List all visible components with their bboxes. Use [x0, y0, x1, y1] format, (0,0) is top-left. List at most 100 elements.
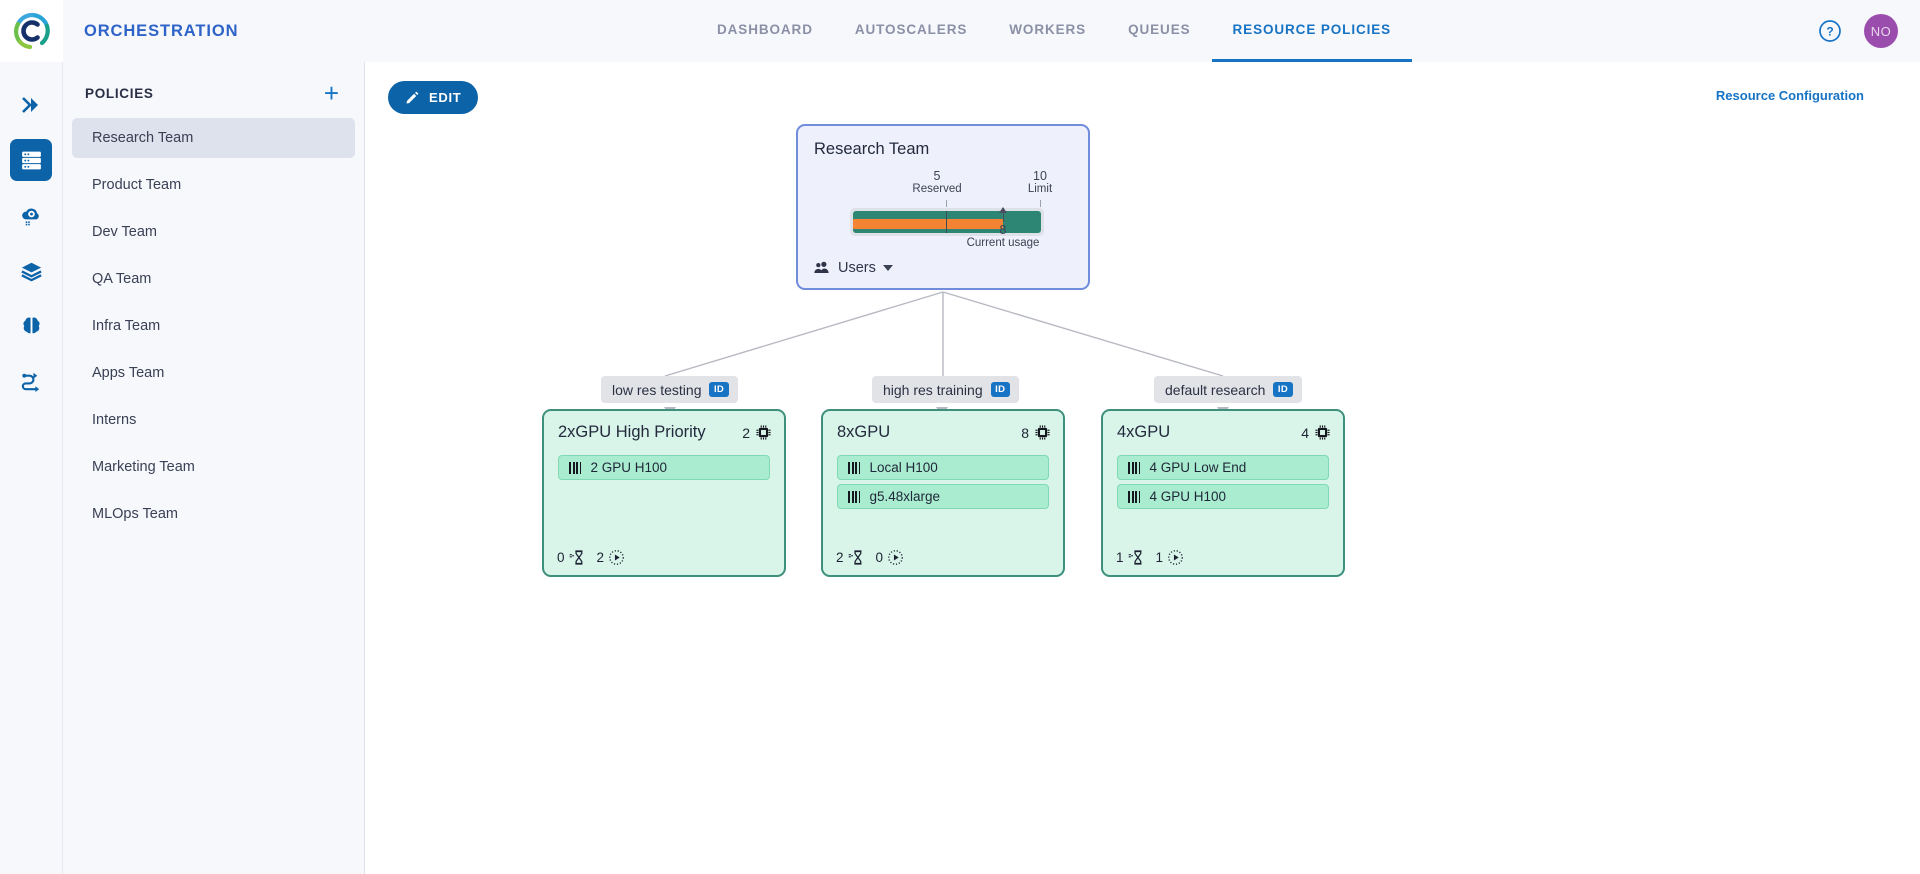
tab-resource-policies[interactable]: RESOURCE POLICIES	[1211, 0, 1413, 62]
users-dropdown-label: Users	[838, 259, 876, 276]
layers-stack-icon	[20, 262, 42, 281]
node-title: 2xGPU High Priority	[558, 423, 706, 441]
pending-stat: 2	[836, 549, 865, 566]
pending-stat: 0	[557, 549, 586, 566]
queue-chip-label: default research	[1165, 381, 1266, 398]
resource-row[interactable]: 4 GPU H100	[1117, 484, 1329, 509]
node-gpu-count: 8	[1021, 424, 1029, 441]
sidebar-item-product-team[interactable]: Product Team	[92, 177, 182, 193]
server-rack-icon	[21, 151, 41, 169]
node-stats: 0 2	[557, 549, 625, 566]
hourglass-icon	[1128, 550, 1141, 565]
resource-row[interactable]: 2 GPU H100	[558, 455, 770, 480]
sidebar-item-dev-team[interactable]: Dev Team	[92, 224, 158, 240]
edit-button[interactable]: EDIT	[388, 81, 479, 114]
sidebar-item-apps-team[interactable]: Apps Team	[92, 365, 165, 381]
queue-chip-high-res-training[interactable]: high res training ID	[872, 376, 1019, 403]
pending-count: 1	[1116, 550, 1124, 565]
double-chevron-right-icon	[22, 97, 38, 113]
app-logo[interactable]	[0, 0, 63, 62]
hourglass-icon	[569, 550, 582, 565]
rail-item-server-rack[interactable]	[10, 139, 52, 181]
resource-configuration-link[interactable]: Resource Configuration	[1715, 88, 1864, 103]
node-gpu-count: 2	[742, 424, 750, 441]
resource-row-label: 2 GPU H100	[590, 460, 668, 475]
pending-count: 2	[836, 550, 844, 565]
running-count: 1	[1155, 550, 1164, 565]
reserved-divider	[946, 211, 947, 233]
sidebar-item-research-team[interactable]: Research Team	[72, 118, 355, 158]
resource-row-label: 4 GPU H100	[1149, 489, 1227, 504]
limit-label: Limit	[1027, 183, 1053, 195]
add-policy-button[interactable]: +	[323, 78, 339, 108]
tab-queues[interactable]: QUEUES	[1128, 22, 1191, 37]
rail-item-layers[interactable]	[10, 249, 52, 291]
brain-icon	[22, 317, 40, 333]
resource-row[interactable]: g5.48xlarge	[837, 484, 1049, 509]
running-stat: 0	[876, 549, 905, 566]
parent-node-title: Research Team	[814, 140, 930, 158]
policy-list: Research Team Product Team Dev Team QA T…	[63, 118, 364, 534]
bars-icon	[848, 490, 860, 503]
sidebar-item-infra-team[interactable]: Infra Team	[92, 318, 161, 334]
limit-value: 10	[1033, 169, 1047, 183]
resource-row[interactable]: Local H100	[837, 455, 1049, 480]
quota-meter: 5 Reserved 10 Limit	[850, 170, 1052, 249]
cpu-chip-icon	[1315, 425, 1330, 440]
policies-sidebar: POLICIES + Research Team Product Team De…	[63, 62, 365, 874]
sidebar-item-interns[interactable]: Interns	[92, 412, 137, 428]
reserved-label-group: 5 Reserved	[897, 170, 977, 196]
node-stats: 1 1	[1116, 549, 1184, 566]
help-circle-icon[interactable]: ?	[1818, 19, 1842, 43]
running-count: 2	[596, 550, 605, 565]
node-title: 8xGPU	[837, 423, 891, 441]
node-title: 4xGPU	[1117, 423, 1171, 441]
policies-title: POLICIES	[85, 85, 154, 101]
users-group-icon	[814, 261, 829, 274]
id-badge-icon: ID	[1273, 382, 1293, 397]
sidebar-item-mlops-team[interactable]: MLOps Team	[92, 506, 178, 522]
svg-text:?: ?	[1826, 25, 1833, 39]
resource-row[interactable]: 4 GPU Low End	[1117, 455, 1329, 480]
node-gpu-count-group: 2	[742, 424, 772, 441]
queue-chip-low-res-testing[interactable]: low res testing ID	[601, 376, 738, 403]
resource-node-2xgpu-high-priority[interactable]: 2xGPU High Priority 2	[542, 409, 786, 577]
edit-button-label: EDIT	[429, 90, 462, 105]
tab-autoscalers[interactable]: AUTOSCALERS	[854, 22, 968, 37]
app-title: ORCHESTRATION	[84, 21, 239, 40]
parent-policy-node[interactable]: Research Team 5 Reserved 10 Limit	[796, 124, 1090, 290]
resource-row-label: 4 GPU Low End	[1149, 460, 1247, 475]
top-bar-actions: ? NO	[1818, 0, 1898, 62]
node-gpu-count: 4	[1301, 424, 1309, 441]
quota-meter-bar	[850, 208, 1044, 236]
limit-tick	[1040, 200, 1041, 207]
sidebar-item-marketing-team[interactable]: Marketing Team	[92, 459, 195, 475]
sidebar-item-qa-team[interactable]: QA Team	[92, 271, 152, 287]
limit-label-group: 10 Limit	[1000, 170, 1080, 196]
tab-dashboard[interactable]: DASHBOARD	[717, 22, 813, 37]
rail-item-cloud-gear[interactable]	[10, 194, 52, 236]
policy-graph-canvas: EDIT Resource Configuration Research Tea…	[365, 62, 1920, 874]
quota-usage-fill	[853, 219, 1003, 229]
current-usage-callout: 8 Current usage	[958, 207, 1048, 249]
bars-icon	[1128, 490, 1140, 503]
reserved-tick	[946, 200, 947, 207]
user-avatar[interactable]: NO	[1864, 14, 1898, 48]
users-dropdown[interactable]: Users	[812, 258, 893, 277]
quota-meter-labels: 5 Reserved 10 Limit	[850, 170, 1052, 207]
node-gpu-count-group: 8	[1021, 424, 1051, 441]
id-badge-icon: ID	[990, 382, 1010, 397]
resource-node-4xgpu[interactable]: 4xGPU 4	[1101, 409, 1345, 577]
resource-node-8xgpu[interactable]: 8xGPU 8	[821, 409, 1065, 577]
rail-item-brain[interactable]	[10, 304, 52, 346]
node-gpu-count-group: 4	[1301, 424, 1331, 441]
tab-workers[interactable]: WORKERS	[1009, 22, 1087, 37]
rail-item-double-chevron[interactable]	[10, 84, 52, 126]
running-stat: 2	[597, 549, 626, 566]
rail-item-workflow[interactable]	[10, 359, 52, 401]
reserved-value: 5	[933, 169, 941, 183]
bars-icon	[569, 461, 581, 474]
reserved-label: Reserved	[912, 183, 962, 195]
left-icon-rail	[0, 62, 63, 874]
queue-chip-default-research[interactable]: default research ID	[1154, 376, 1302, 403]
